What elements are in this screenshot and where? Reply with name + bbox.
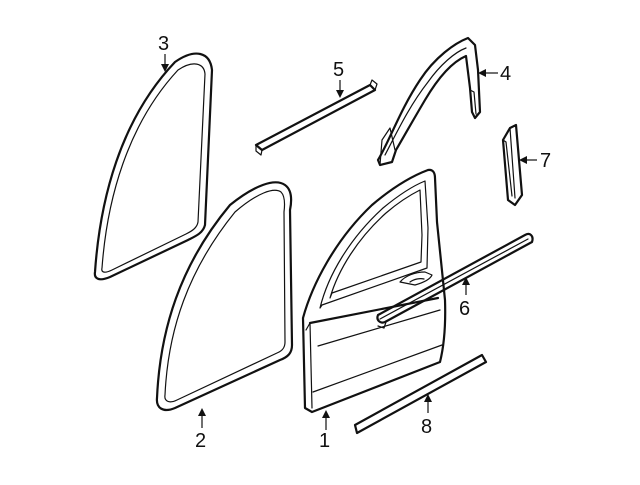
callout-7: 7 [540, 150, 551, 172]
part-7-pillar-trim [501, 123, 524, 207]
part-2-door-seal-lower [155, 181, 294, 412]
callout-1: 1 [319, 430, 330, 452]
part-4-frame-trim [376, 36, 482, 167]
callout-6: 6 [459, 298, 470, 320]
callout-5: 5 [333, 59, 344, 81]
part-1-front-door [301, 168, 447, 414]
part-8-lower-moulding [353, 353, 488, 435]
callout-8: 8 [421, 416, 432, 438]
callout-3: 3 [158, 33, 169, 55]
callout-4: 4 [500, 63, 511, 85]
part-5-trim-strip [254, 79, 378, 156]
part-3-door-seal-upper [93, 52, 214, 281]
leader-lines [161, 54, 537, 430]
callout-2: 2 [195, 430, 206, 452]
callout-labels: 3 5 4 7 6 2 1 8 [158, 33, 551, 452]
part-6-belt-moulding [376, 232, 534, 329]
